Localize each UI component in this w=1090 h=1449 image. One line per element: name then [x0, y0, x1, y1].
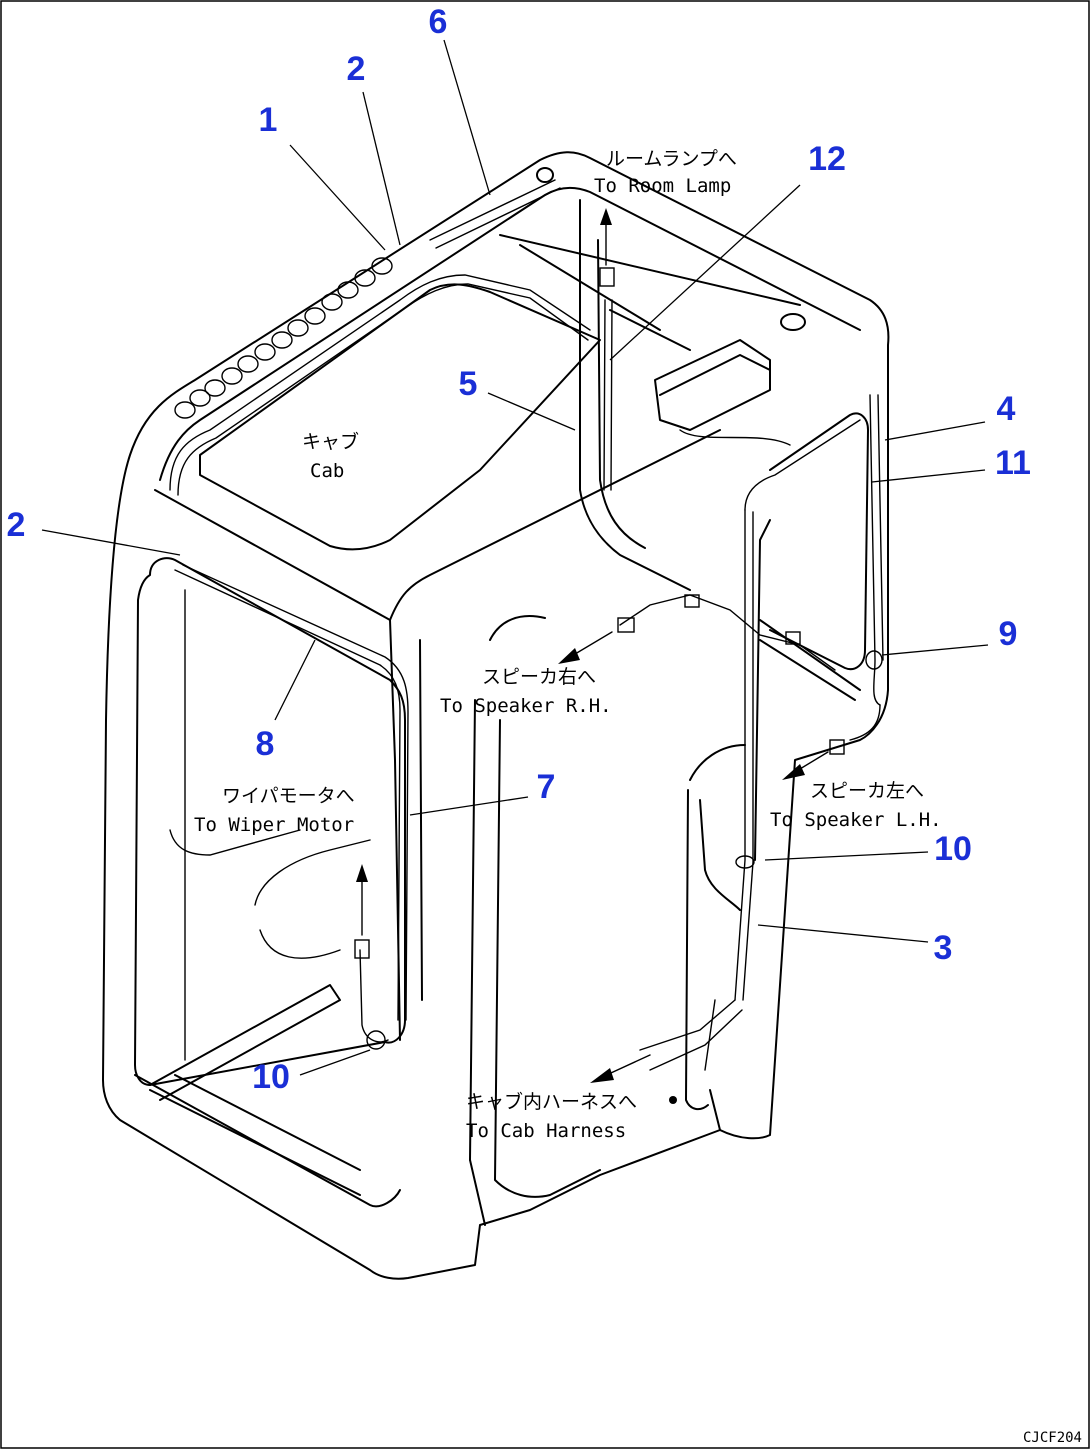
callout-12: 12 [808, 140, 846, 178]
callout-1: 1 [259, 101, 278, 139]
callout-8: 8 [256, 725, 275, 763]
callout-5: 5 [459, 365, 478, 403]
cab-label-jp: キャブ [302, 430, 359, 453]
cab-label-en: Cab [310, 460, 344, 482]
callout-2-top: 2 [347, 50, 366, 88]
callout-3: 3 [934, 929, 953, 967]
callout-6: 6 [429, 3, 448, 41]
callout-10-left: 10 [252, 1058, 290, 1096]
callout-4: 4 [997, 390, 1016, 428]
room-lamp-label-jp: ルームランプへ [606, 148, 737, 170]
speaker-lh-label-en: To Speaker L.H. [770, 809, 942, 831]
drawing-code: CJCF204 [1023, 1430, 1082, 1446]
speaker-lh-label-jp: スピーカ左へ [810, 780, 924, 802]
speaker-rh-label-jp: スピーカ右へ [482, 666, 596, 688]
leader-lines [41, 39, 989, 1076]
corrugated-tube [174, 257, 393, 419]
destination-labels: ルームランプへ To Room Lamp スピーカ右へ To Speaker R… [194, 148, 942, 1142]
callout-2-left: 2 [7, 506, 26, 544]
direction-arrows [356, 208, 829, 1083]
cab-harness-label-jp: キャブ内ハーネスへ [466, 1090, 637, 1113]
callout-9: 9 [999, 615, 1018, 653]
callout-7: 7 [537, 768, 556, 806]
callout-numbers: 1 2 2 3 4 5 6 7 8 9 10 10 11 12 [7, 3, 1031, 1096]
cab-outline [102, 151, 890, 1280]
room-lamp-label-en: To Room Lamp [594, 175, 731, 197]
speaker-rh-label-en: To Speaker R.H. [440, 695, 612, 717]
wiper-motor-label-en: To Wiper Motor [194, 814, 354, 836]
cab-harness-label-en: To Cab Harness [466, 1120, 626, 1142]
wiper-motor-label-jp: ワイパモータへ [222, 785, 355, 807]
callout-11: 11 [995, 444, 1031, 482]
harness-routing [169, 179, 884, 1104]
callout-10-right: 10 [934, 830, 972, 868]
